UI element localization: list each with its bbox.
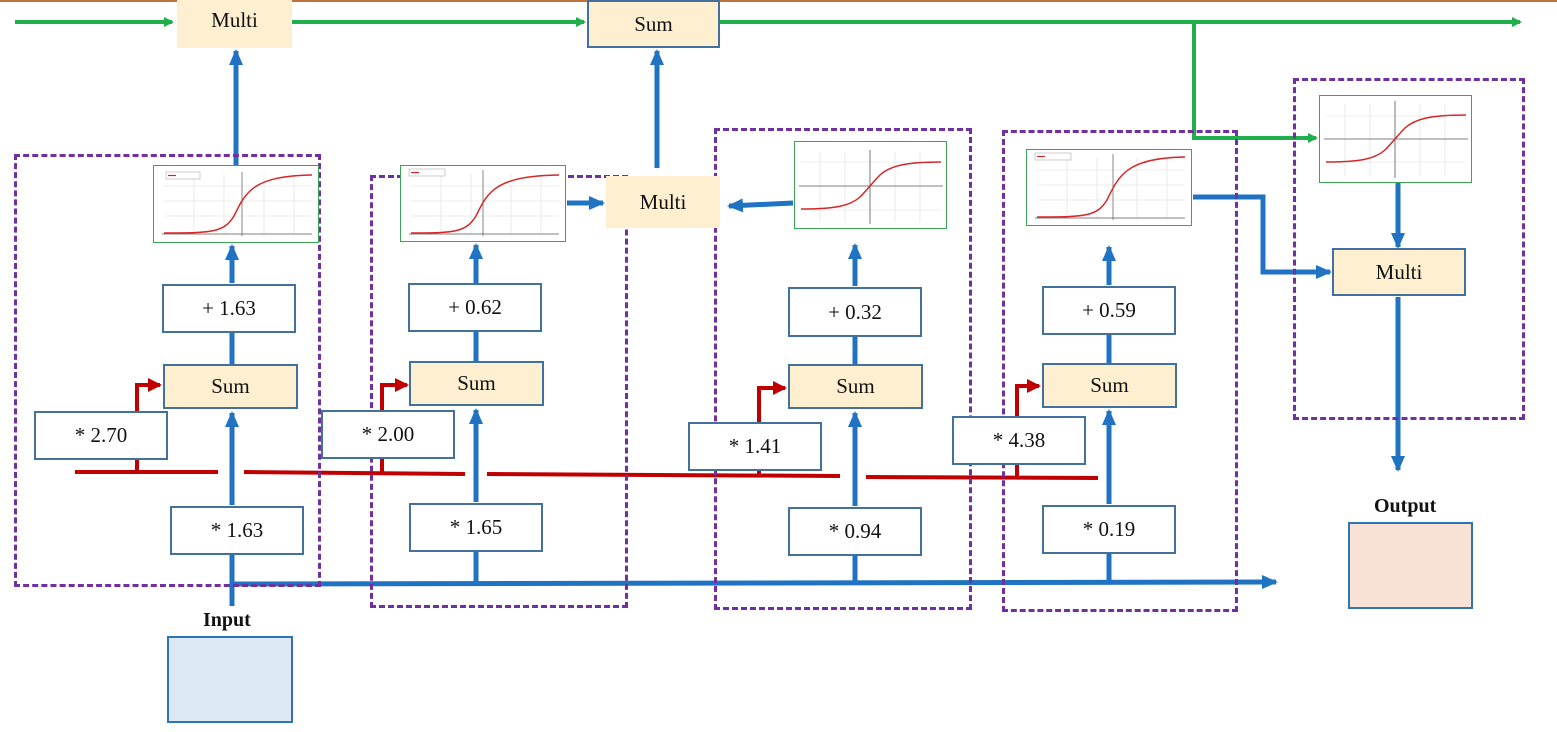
input-gate-potential-cell [714,128,972,610]
gate-4-bias: + 0.59 [1042,286,1176,335]
input-multi-node: Multi [606,176,720,228]
long-term-sum-node: Sum [587,0,720,48]
forget-gate-cell [14,154,321,587]
gate-1-short-term-weight: * 2.70 [34,411,168,460]
output-multi-node: Multi [1332,248,1466,296]
output-gate-percent-cell [1002,130,1238,612]
gate-3-short-term-weight: * 1.41 [688,422,822,471]
gate-3-bias: + 0.32 [788,287,922,337]
gate-2-short-term-weight: * 2.00 [321,410,455,459]
gate-1-bias: + 1.63 [162,284,296,333]
gate-2-bias: + 0.62 [408,283,542,332]
input-label: Input [203,609,251,631]
gate-2-sigmoid-plot-icon [400,165,566,242]
top-rule [0,0,1557,2]
input-box [167,636,293,723]
gate-1-input-weight: * 1.63 [170,506,304,555]
output-label: Output [1374,495,1437,517]
gate-2-input-weight: * 1.65 [409,503,543,552]
output-box [1348,522,1473,609]
gate-4-sum-node: Sum [1042,363,1177,408]
gate-3-tanh-plot-icon [794,141,947,229]
long-term-memory-lines [15,17,1522,143]
gate-4-input-weight: * 0.19 [1042,505,1176,554]
gate-1-sigmoid-plot-icon [153,165,319,243]
gate-3-input-weight: * 0.94 [788,507,922,556]
forget-multi-node: Multi [177,0,292,48]
gate-4-sigmoid-plot-icon [1026,149,1192,226]
output-potential-cell [1293,78,1525,420]
gate-3-sum-node: Sum [788,364,923,409]
output-tanh-plot-icon [1319,95,1472,183]
gate-2-sum-node: Sum [409,361,544,406]
gate-1-sum-node: Sum [163,364,298,409]
gate-4-short-term-weight: * 4.38 [952,416,1086,465]
